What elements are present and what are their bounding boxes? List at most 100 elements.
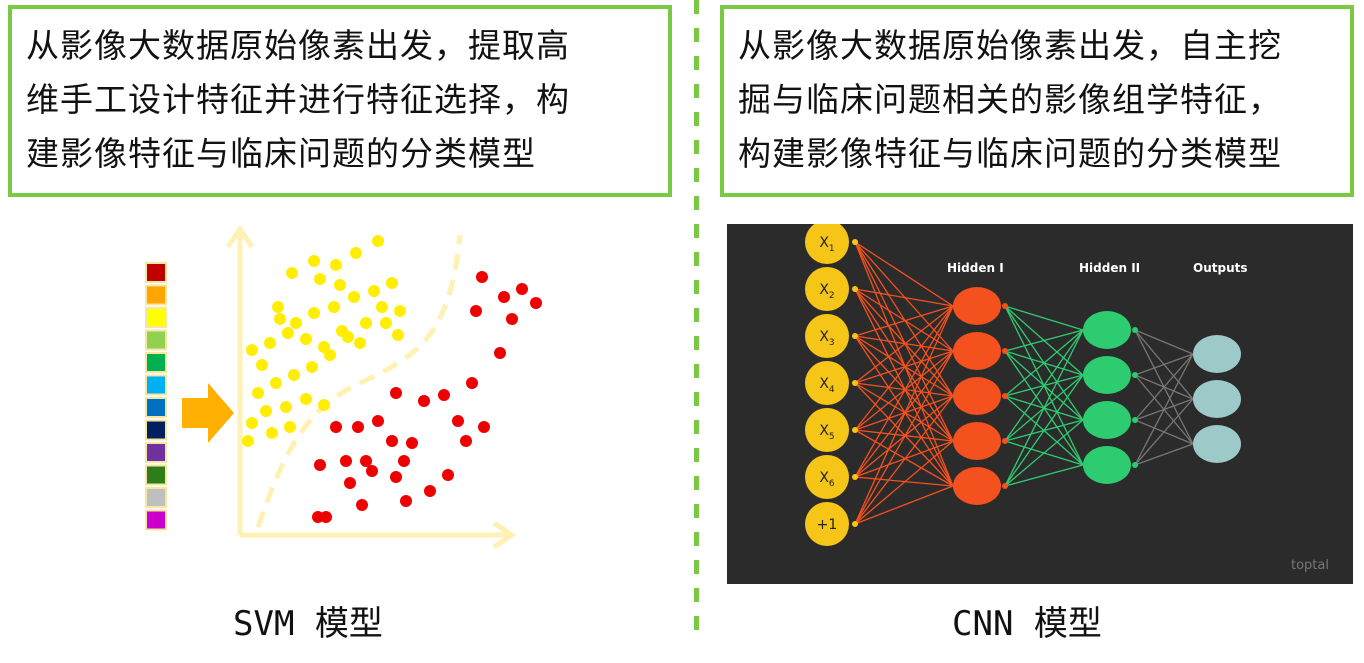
yellow-point	[300, 333, 312, 345]
yellow-point	[348, 291, 360, 303]
red-point	[498, 291, 510, 303]
yellow-point	[334, 279, 346, 291]
connection-line	[1134, 443, 1194, 466]
red-point	[386, 435, 398, 447]
palette-swatch	[145, 419, 167, 441]
yellow-point	[368, 285, 380, 297]
red-point	[438, 389, 450, 401]
node-port	[1132, 372, 1138, 378]
input-arrow-icon	[182, 383, 234, 443]
connection-line	[1134, 398, 1194, 466]
palette-swatch	[145, 284, 167, 306]
yellow-point	[260, 405, 272, 417]
output-node	[1193, 335, 1241, 373]
node-port	[852, 521, 858, 527]
node-port	[1002, 303, 1008, 309]
svm-description-line-3: 建影像特征与临床问题的分类模型	[26, 134, 536, 173]
red-point	[352, 421, 364, 433]
yellow-point	[282, 327, 294, 339]
input-node-subscript: 2	[829, 291, 835, 301]
yellow-point	[350, 247, 362, 259]
cnn-description-line-2: 掘与临床问题相关的影像组学特征，	[738, 80, 1282, 119]
cnn-caption: CNN 模型	[952, 604, 1102, 644]
connection-line	[854, 382, 954, 487]
hidden2-node	[1083, 446, 1131, 484]
input-node	[805, 502, 849, 546]
yellow-point	[328, 301, 340, 313]
yellow-point	[308, 255, 320, 267]
red-point	[340, 455, 352, 467]
cnn-description-line-3: 构建影像特征与临床问题的分类模型	[738, 134, 1282, 173]
yellow-point	[318, 399, 330, 411]
output-node	[1193, 425, 1241, 463]
red-point	[400, 495, 412, 507]
connection-line	[854, 335, 954, 352]
connection-line	[1004, 374, 1084, 487]
yellow-point	[284, 421, 296, 433]
palette-swatch	[145, 262, 167, 283]
connection-line	[854, 395, 954, 525]
cnn-connections	[854, 241, 1194, 525]
red-class-points	[312, 271, 542, 523]
palette-swatch	[145, 374, 167, 396]
connection-line	[1134, 329, 1194, 355]
yellow-point	[394, 305, 406, 317]
connection-line	[854, 305, 954, 525]
connection-line	[854, 382, 954, 442]
connection-line	[854, 241, 954, 442]
red-point	[406, 437, 418, 449]
yellow-point	[246, 344, 258, 356]
yellow-point	[308, 307, 320, 319]
yellow-point	[246, 417, 258, 429]
palette-swatch	[145, 487, 167, 508]
hidden2-label: Hidden II	[1079, 261, 1140, 275]
connection-line	[854, 476, 954, 487]
connection-line	[854, 305, 954, 384]
yellow-point	[274, 313, 286, 325]
input-node-label: +1	[817, 517, 838, 533]
red-point	[390, 387, 402, 399]
yellow-point	[264, 337, 276, 349]
palette-swatch	[145, 397, 167, 418]
input-node-subscript: 4	[829, 385, 835, 395]
hidden2-node	[1083, 311, 1131, 349]
node-port	[1002, 483, 1008, 489]
red-point	[360, 455, 372, 467]
red-point	[530, 297, 542, 309]
yellow-class-points	[242, 235, 406, 447]
connection-line	[854, 382, 954, 397]
node-port	[852, 239, 858, 245]
input-node-subscript: 1	[829, 244, 835, 254]
node-port	[852, 474, 858, 480]
connection-line	[854, 241, 954, 307]
cnn-description-line-1: 从影像大数据原始像素出发，自主挖	[738, 26, 1282, 65]
red-point	[398, 455, 410, 467]
red-point	[312, 511, 324, 523]
red-point	[452, 415, 464, 427]
red-point	[372, 415, 384, 427]
yellow-point	[314, 273, 326, 285]
node-port	[1132, 327, 1138, 333]
connection-line	[1004, 305, 1084, 331]
yellow-point	[290, 317, 302, 329]
node-port	[1132, 462, 1138, 468]
connection-line	[854, 241, 954, 352]
red-point	[344, 477, 356, 489]
connection-line	[854, 288, 954, 352]
yellow-point	[330, 259, 342, 271]
connection-line	[854, 429, 954, 442]
connection-line	[1134, 353, 1194, 466]
red-point	[470, 305, 482, 317]
connection-line	[1134, 353, 1194, 376]
red-point	[466, 377, 478, 389]
yellow-point	[300, 393, 312, 405]
node-port	[852, 333, 858, 339]
yellow-point	[376, 301, 388, 313]
connection-line	[854, 350, 954, 525]
yellow-point	[266, 427, 278, 439]
palette-swatch	[145, 509, 167, 531]
hidden1-label: Hidden I	[947, 261, 1004, 275]
node-port	[1002, 393, 1008, 399]
node-port	[1002, 438, 1008, 444]
